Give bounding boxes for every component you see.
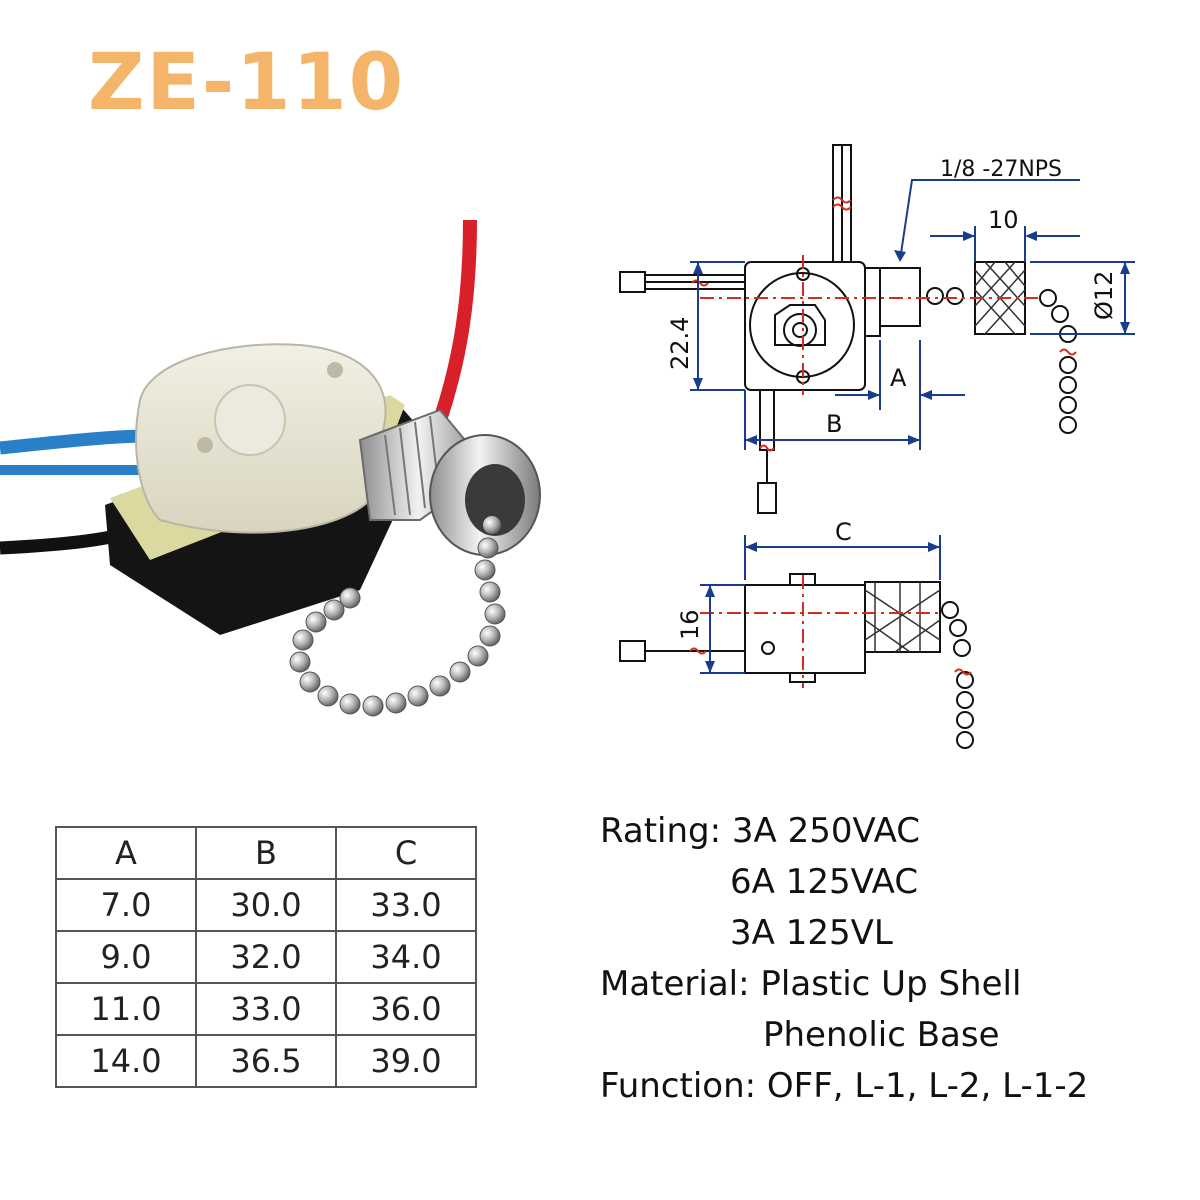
table-row: 11.0 33.0 36.0 <box>55 982 477 1036</box>
dim-22-4-label: 22.4 <box>666 317 694 370</box>
function-label: Function: <box>600 1066 757 1106</box>
specifications: Rating: 3A 250VAC 6A 125VAC 3A 125VL Mat… <box>600 806 1088 1112</box>
table-cell: 7.0 <box>55 878 197 932</box>
table-cell: 14.0 <box>55 1034 197 1088</box>
rating-value-3: 3A 125VL <box>730 913 893 953</box>
rating-row-3: 3A 125VL <box>600 908 1088 959</box>
rating-value-1: 3A 250VAC <box>731 811 920 851</box>
table-row: 7.0 30.0 33.0 <box>55 878 477 932</box>
table-row: 14.0 36.5 39.0 <box>55 1034 477 1088</box>
thread-label: 1/8 -27NPS <box>940 157 1062 182</box>
table-row: 9.0 32.0 34.0 <box>55 930 477 984</box>
table-cell: 34.0 <box>335 930 477 984</box>
product-photo <box>0 219 541 717</box>
table-header-a: A <box>55 826 197 880</box>
material-value-1: Plastic Up Shell <box>760 964 1022 1004</box>
bead-chain <box>289 537 506 717</box>
dim-16-label: 16 <box>676 609 704 640</box>
table-cell: 36.5 <box>195 1034 337 1088</box>
dimension-drawing: 1/8 -27NPS 10 Ø12 22.4 A B C 16 <box>619 144 1135 749</box>
product-title: ZE-110 <box>88 38 406 128</box>
table-cell: 39.0 <box>335 1034 477 1088</box>
dimension-table: A B C 7.0 30.0 33.0 9.0 32.0 34.0 11.0 3… <box>55 826 477 1088</box>
table-cell: 33.0 <box>195 982 337 1036</box>
dim-c-label: C <box>835 518 852 546</box>
table-cell: 30.0 <box>195 878 337 932</box>
table-header-c: C <box>335 826 477 880</box>
material-label: Material: <box>600 964 750 1004</box>
function-value: OFF, L-1, L-2, L-1-2 <box>766 1066 1089 1106</box>
rating-row: Rating: 3A 250VAC <box>600 806 1088 857</box>
dim-b-label: B <box>826 410 842 438</box>
table-cell: 32.0 <box>195 930 337 984</box>
rating-value-2: 6A 125VAC <box>730 862 919 902</box>
material-row: Material: Plastic Up Shell <box>600 959 1088 1010</box>
material-value-2: Phenolic Base <box>763 1015 1000 1055</box>
table-header-row: A B C <box>55 826 477 880</box>
material-row-2: Phenolic Base <box>600 1010 1088 1061</box>
side-view-body <box>744 584 866 674</box>
function-row: Function: OFF, L-1, L-2, L-1-2 <box>600 1061 1088 1112</box>
table-cell: 11.0 <box>55 982 197 1036</box>
dim-10-label: 10 <box>988 206 1019 234</box>
dim-12-label: Ø12 <box>1090 271 1118 320</box>
table-cell: 9.0 <box>55 930 197 984</box>
rating-row-2: 6A 125VAC <box>600 857 1088 908</box>
dim-a-label: A <box>890 364 907 392</box>
table-cell: 36.0 <box>335 982 477 1036</box>
table-cell: 33.0 <box>335 878 477 932</box>
red-wire <box>433 219 477 423</box>
table-header-b: B <box>195 826 337 880</box>
rating-label: Rating: <box>600 811 722 851</box>
